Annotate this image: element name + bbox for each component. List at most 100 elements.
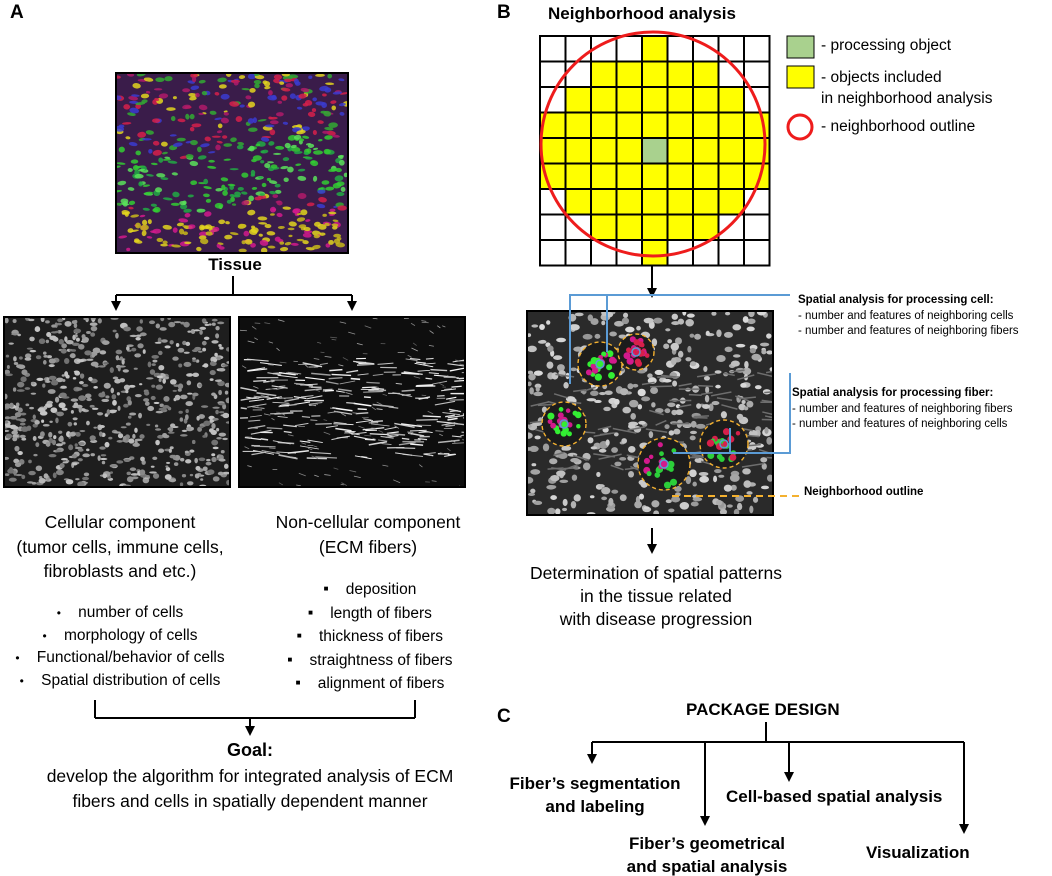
cell-speck xyxy=(73,402,79,408)
fiber-streak xyxy=(452,442,464,444)
nb-highlighted-cell xyxy=(716,443,724,450)
cell-speck xyxy=(119,378,126,383)
noncellular-feature-item: ■ length of fibers xyxy=(308,604,432,622)
cell-speck xyxy=(169,340,174,345)
tissue-speck xyxy=(128,206,134,210)
cell-speck xyxy=(195,466,201,471)
cell-speck xyxy=(164,474,172,480)
fiber-streak xyxy=(377,362,394,365)
fiber-streak xyxy=(256,405,262,410)
cell-speck xyxy=(159,327,167,331)
cell-speck xyxy=(152,456,158,461)
tissue-speck xyxy=(338,78,345,82)
tissue-speck xyxy=(247,209,256,216)
fiber-streak xyxy=(240,387,257,392)
tissue-speck xyxy=(279,241,285,245)
cell-speck xyxy=(98,392,106,398)
cell-speck xyxy=(52,439,57,446)
tissue-speck xyxy=(237,223,245,228)
nb-highlighted-cell xyxy=(566,431,572,437)
tissue-speck xyxy=(218,84,227,89)
fiber-streak xyxy=(459,363,464,366)
nb-cell-speck xyxy=(716,329,722,338)
fiber-streak xyxy=(456,377,464,379)
fiber-streak xyxy=(348,331,356,335)
nb-cell-speck xyxy=(611,489,619,494)
fiber-streak xyxy=(266,396,282,400)
cell-speck xyxy=(64,320,72,327)
nb-fiber xyxy=(678,404,692,408)
cell-speck xyxy=(83,318,89,321)
nb-cell-speck xyxy=(628,470,635,478)
grid-cell xyxy=(615,86,643,114)
tissue-speck xyxy=(293,134,302,140)
tissue-speck xyxy=(187,224,196,230)
tissue-speck xyxy=(338,102,346,107)
fiber-streak xyxy=(355,420,372,424)
fiber-streak xyxy=(307,447,313,451)
grid-cell xyxy=(641,35,669,63)
nb-cell-speck xyxy=(748,430,758,437)
tissue-speck xyxy=(282,206,291,210)
cell-speck xyxy=(64,336,68,343)
tissue-speck xyxy=(162,224,172,230)
cell-speck xyxy=(122,484,131,486)
cell-speck xyxy=(45,339,50,344)
nb-cell-speck xyxy=(547,345,554,352)
tissue-speck xyxy=(288,221,297,227)
nb-cell-speck xyxy=(541,406,548,413)
tissue-speck xyxy=(272,194,279,199)
tissue-speck xyxy=(135,102,146,106)
tissue-speck xyxy=(325,82,335,85)
fiber-streak xyxy=(363,391,384,393)
cell-speck xyxy=(168,448,172,453)
cell-speck xyxy=(97,318,102,324)
fiber-streak xyxy=(362,427,385,431)
determination-line: Determination of spatial patterns xyxy=(530,563,782,583)
cell-speck xyxy=(46,377,50,384)
tissue-speck xyxy=(302,232,312,238)
grid-cell xyxy=(590,162,618,190)
fiber-streak xyxy=(330,407,336,410)
tissue-speck xyxy=(333,238,341,244)
tissue-speck xyxy=(221,184,226,191)
cell-speck xyxy=(12,387,17,392)
cell-speck xyxy=(110,387,115,394)
fiber-streak xyxy=(254,337,259,341)
tissue-speck xyxy=(247,101,256,108)
tissue-speck xyxy=(169,134,177,137)
cell-speck xyxy=(217,380,225,387)
grid-cell xyxy=(641,86,669,114)
cell-speck xyxy=(68,432,76,437)
cell-speck xyxy=(14,462,22,468)
tissue-speck xyxy=(254,74,260,77)
tissue-speck xyxy=(317,120,324,124)
tissue-speck xyxy=(287,166,294,173)
fiber-streak xyxy=(244,436,262,441)
cell-speck xyxy=(162,405,170,409)
tissue-speck xyxy=(305,156,313,160)
cell-speck xyxy=(32,414,36,420)
cell-speck xyxy=(35,465,43,472)
nb-fiber xyxy=(569,401,582,404)
tissue-speck xyxy=(146,174,154,177)
tissue-speck xyxy=(123,104,131,110)
fiber-streak xyxy=(368,440,388,446)
fiber-streak xyxy=(277,319,285,322)
tissue-speck xyxy=(237,141,245,146)
cell-speck xyxy=(25,403,30,407)
cell-speck xyxy=(163,396,170,402)
nb-fiber xyxy=(694,415,710,418)
tissue-speck xyxy=(172,142,183,147)
fiber-streak xyxy=(353,360,375,365)
tissue-speck xyxy=(296,217,306,222)
determination-line: with disease progression xyxy=(559,609,753,629)
fiber-streak xyxy=(432,380,448,385)
tissue-speck xyxy=(243,230,250,237)
tissue-speck xyxy=(264,86,271,90)
fiber-streak xyxy=(428,344,434,347)
nb-fiber xyxy=(765,370,772,374)
fiber-streak xyxy=(302,362,323,368)
cellular-title-line: Cellular component xyxy=(44,512,196,532)
cell-speck xyxy=(184,450,189,454)
